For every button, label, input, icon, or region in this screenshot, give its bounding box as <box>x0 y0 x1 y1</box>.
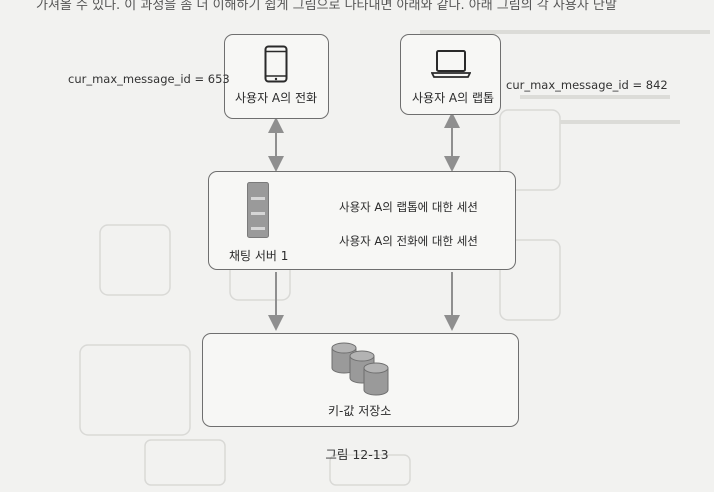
server-icon <box>247 182 269 238</box>
database-icon <box>331 342 389 396</box>
phone-cur-max-id: cur_max_message_id = 653 <box>68 72 230 86</box>
session-phone-text: 사용자 A의 전화에 대한 세션 <box>339 234 478 248</box>
laptop-icon <box>431 50 471 78</box>
figure-caption: 그림 12-13 <box>325 447 389 462</box>
chat-server-box: 채팅 서버 1 사용자 A의 랩톱에 대한 세션 사용자 A의 전화에 대한 세… <box>208 171 516 270</box>
chat-server-label: 채팅 서버 1 <box>229 249 289 263</box>
phone-label: 사용자 A의 전화 <box>235 91 318 105</box>
kv-store-label: 키-값 저장소 <box>328 404 392 418</box>
top-cut-text: 가져올 수 있다. 이 과정을 좀 더 이해하기 쉽게 그림으로 나타내면 아래… <box>36 0 617 13</box>
laptop-device-box: 사용자 A의 랩톱 <box>400 34 501 115</box>
laptop-cur-max-id: cur_max_message_id = 842 <box>506 78 668 92</box>
phone-icon <box>264 45 288 83</box>
kv-store-box: 키-값 저장소 <box>202 333 519 427</box>
phone-device-box: 사용자 A의 전화 <box>224 34 329 119</box>
session-laptop-text: 사용자 A의 랩톱에 대한 세션 <box>339 200 478 214</box>
laptop-label: 사용자 A의 랩톱 <box>412 91 495 105</box>
